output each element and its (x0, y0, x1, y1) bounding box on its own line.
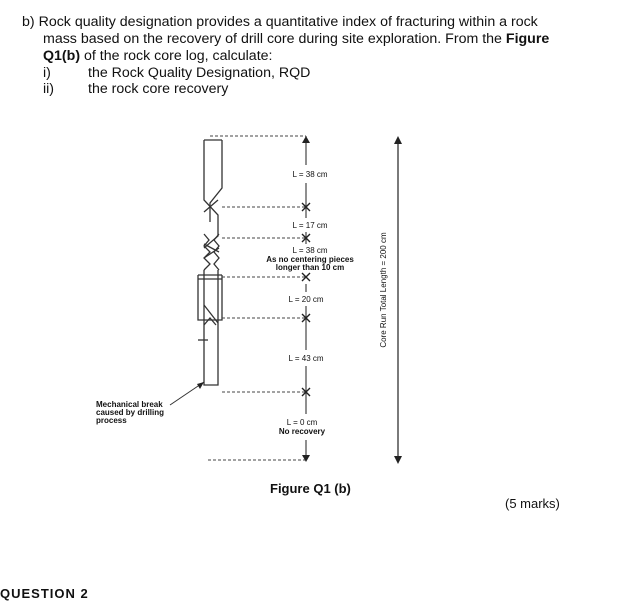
segment-labels: L = 38 cm L = 17 cm L = 38 cm As no cent… (266, 170, 354, 436)
segment-label-1: L = 38 cm (292, 170, 327, 179)
mechanical-break-note: Mechanical break caused by drilling proc… (96, 400, 164, 425)
question-line-2: mass based on the recovery of drill core… (43, 31, 550, 47)
question-line-1: b) Rock quality designation provides a q… (22, 14, 538, 30)
figure-caption: Figure Q1 (b) (270, 481, 351, 496)
core-sample (197, 139, 223, 386)
core-run-label: Core Run Total Length = 200 cm (379, 232, 388, 348)
sub-question-i: i)the Rock Quality Designation, RQD (43, 65, 311, 81)
segment-label-4: L = 20 cm (288, 295, 323, 304)
question-line-3: Q1(b) of the rock core log, calculate: (43, 48, 273, 64)
segment-note-3a: As no centering pieces (266, 255, 354, 264)
segment-label-6: L = 0 cm (287, 418, 318, 427)
core-lower-piece (203, 270, 219, 386)
question-label: b) (22, 14, 35, 30)
axis-arrow-top (302, 136, 310, 143)
core-broken-zone-left (203, 233, 211, 271)
fracture-x-4 (301, 313, 311, 323)
question-text: b) Rock quality designation provides a q… (22, 14, 582, 65)
segment-note-6: No recovery (279, 427, 326, 436)
mechanical-break-arrowhead (197, 382, 204, 389)
core-fragment-2 (203, 247, 220, 259)
axis-arrow-bottom (302, 455, 310, 462)
axis-arrowheads (302, 136, 310, 462)
core-break-3 (203, 317, 217, 326)
fracture-x-2 (301, 233, 311, 243)
svg-text:Mechanical break: Mechanical break (96, 400, 163, 409)
svg-text:process: process (96, 416, 127, 425)
core-run-arrow-bottom (394, 456, 402, 464)
core-break-2 (203, 304, 219, 324)
marks-label: (5 marks) (505, 496, 560, 511)
segment-label-3: L = 38 cm (292, 246, 327, 255)
fracture-lines (208, 135, 306, 461)
core-break-1 (203, 199, 219, 213)
svg-text:caused by drilling: caused by drilling (96, 408, 164, 417)
core-right-edge-top (209, 140, 223, 222)
core-fragment-1 (203, 243, 220, 253)
next-section-heading: QUESTION 2 (0, 586, 89, 601)
fracture-x-1 (301, 202, 311, 212)
segment-label-5: L = 43 cm (288, 354, 323, 363)
core-left-edge-top (203, 140, 219, 249)
segment-label-2: L = 17 cm (292, 221, 327, 230)
fracture-x-3 (301, 272, 311, 282)
fracture-x-5 (301, 387, 311, 397)
segment-note-3b: longer than 10 cm (276, 263, 344, 272)
core-run-arrow-top (394, 136, 402, 144)
fracture-markers (301, 202, 311, 397)
core-sleeve (197, 275, 223, 321)
sub-question-ii: ii)the rock core recovery (43, 81, 229, 97)
